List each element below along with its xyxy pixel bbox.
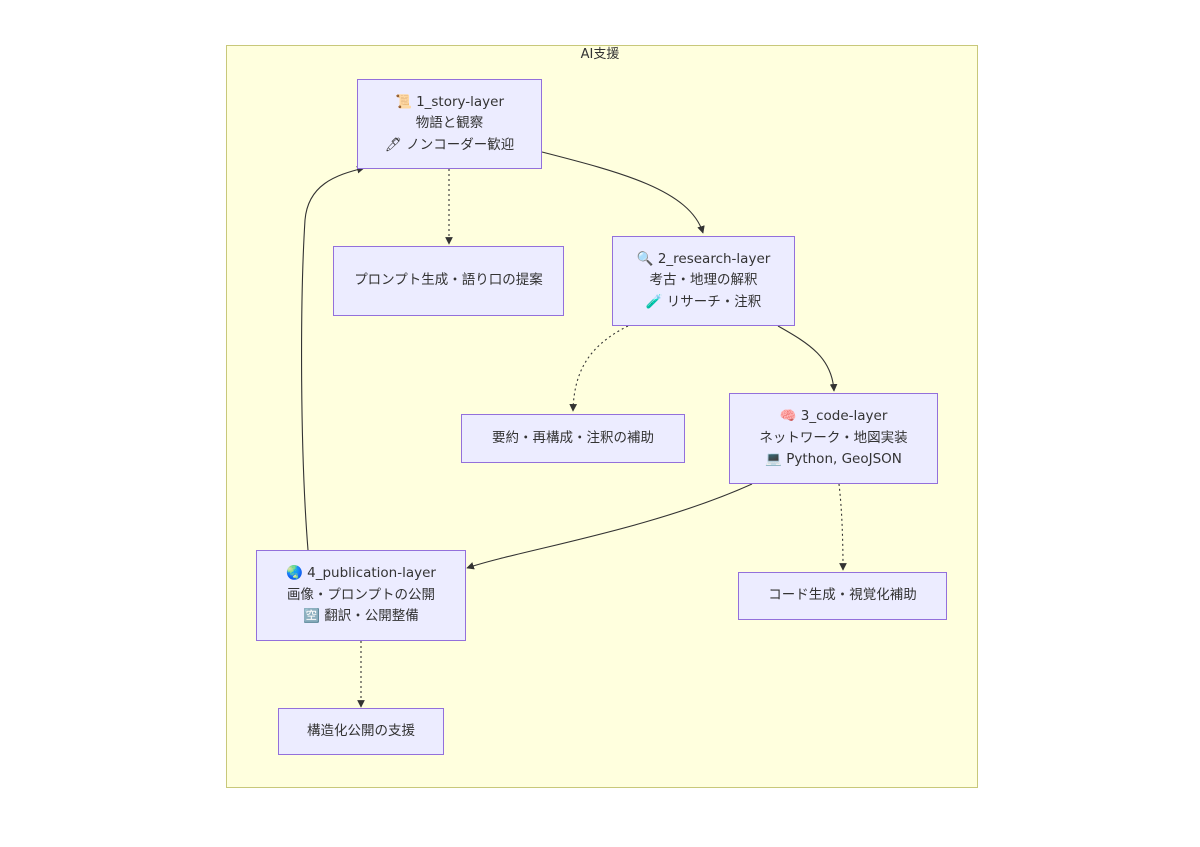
story-layer-title: 1_story-layer (416, 93, 505, 110)
publication-layer-node: 🌏 4_publication-layer 画像・プロンプトの公開 🈳 翻訳・公… (256, 550, 466, 641)
story-ai-support-label: プロンプト生成・語り口の提案 (354, 272, 543, 289)
research-layer-title: 2_research-layer (657, 250, 771, 267)
code-layer-node: 🧠 3_code-layer ネットワーク・地図実装 💻 Python, Geo… (729, 393, 938, 484)
publication-layer-desc: 画像・プロンプトの公開 (286, 586, 436, 603)
cluster-title: AI支援 (580, 47, 620, 62)
edge-research-ai-support (569, 325, 629, 412)
publication-layer-title: 4_publication-layer (307, 565, 436, 582)
edge-story-to-research (541, 151, 705, 234)
edge-code-ai-support (838, 483, 847, 571)
research-layer-desc: 考古・地理の解釈 (649, 272, 758, 289)
code-ai-support-label: コード生成・視覚化補助 (768, 587, 917, 604)
story-layer-tag: ノンコーダー歓迎 (406, 136, 515, 153)
laptop-icon: 💻 (765, 451, 782, 468)
edge-code-to-publication (466, 483, 753, 570)
research-layer-tag: リサーチ・注釈 (666, 293, 762, 310)
publication-ai-support-node: 構造化公開の支援 (278, 708, 444, 755)
story-layer-desc: 物語と観察 (415, 115, 484, 132)
translation-icon: 🈳 (303, 608, 320, 625)
publication-ai-support-label: 構造化公開の支援 (307, 722, 415, 739)
pen-icon: 🖊 (384, 136, 402, 153)
research-layer-node: 🔍 2_research-layer 考古・地理の解釈 🧪 リサーチ・注釈 (612, 236, 795, 326)
story-ai-support-node: プロンプト生成・語り口の提案 (333, 246, 564, 316)
publication-layer-tag: 翻訳・公開整備 (324, 608, 419, 625)
edge-research-to-code (777, 325, 838, 392)
research-ai-support-node: 要約・再構成・注釈の補助 (461, 414, 685, 463)
edge-publication-to-story (301, 165, 365, 551)
code-layer-tag: Python, GeoJSON (786, 451, 902, 468)
story-layer-node: 📜 1_story-layer 物語と観察 🖊 ノンコーダー歓迎 (357, 79, 542, 169)
code-layer-title: 3_code-layer (800, 408, 888, 425)
research-ai-support-label: 要約・再構成・注釈の補助 (492, 429, 654, 446)
test-tube-icon: 🧪 (645, 293, 663, 310)
brain-icon: 🧠 (779, 408, 797, 425)
scroll-icon: 📜 (394, 93, 412, 110)
globe-icon: 🌏 (286, 565, 303, 582)
code-layer-desc: ネットワーク・地図実装 (759, 429, 908, 446)
magnifier-icon: 🔍 (636, 250, 654, 267)
code-ai-support-node: コード生成・視覚化補助 (738, 572, 947, 620)
